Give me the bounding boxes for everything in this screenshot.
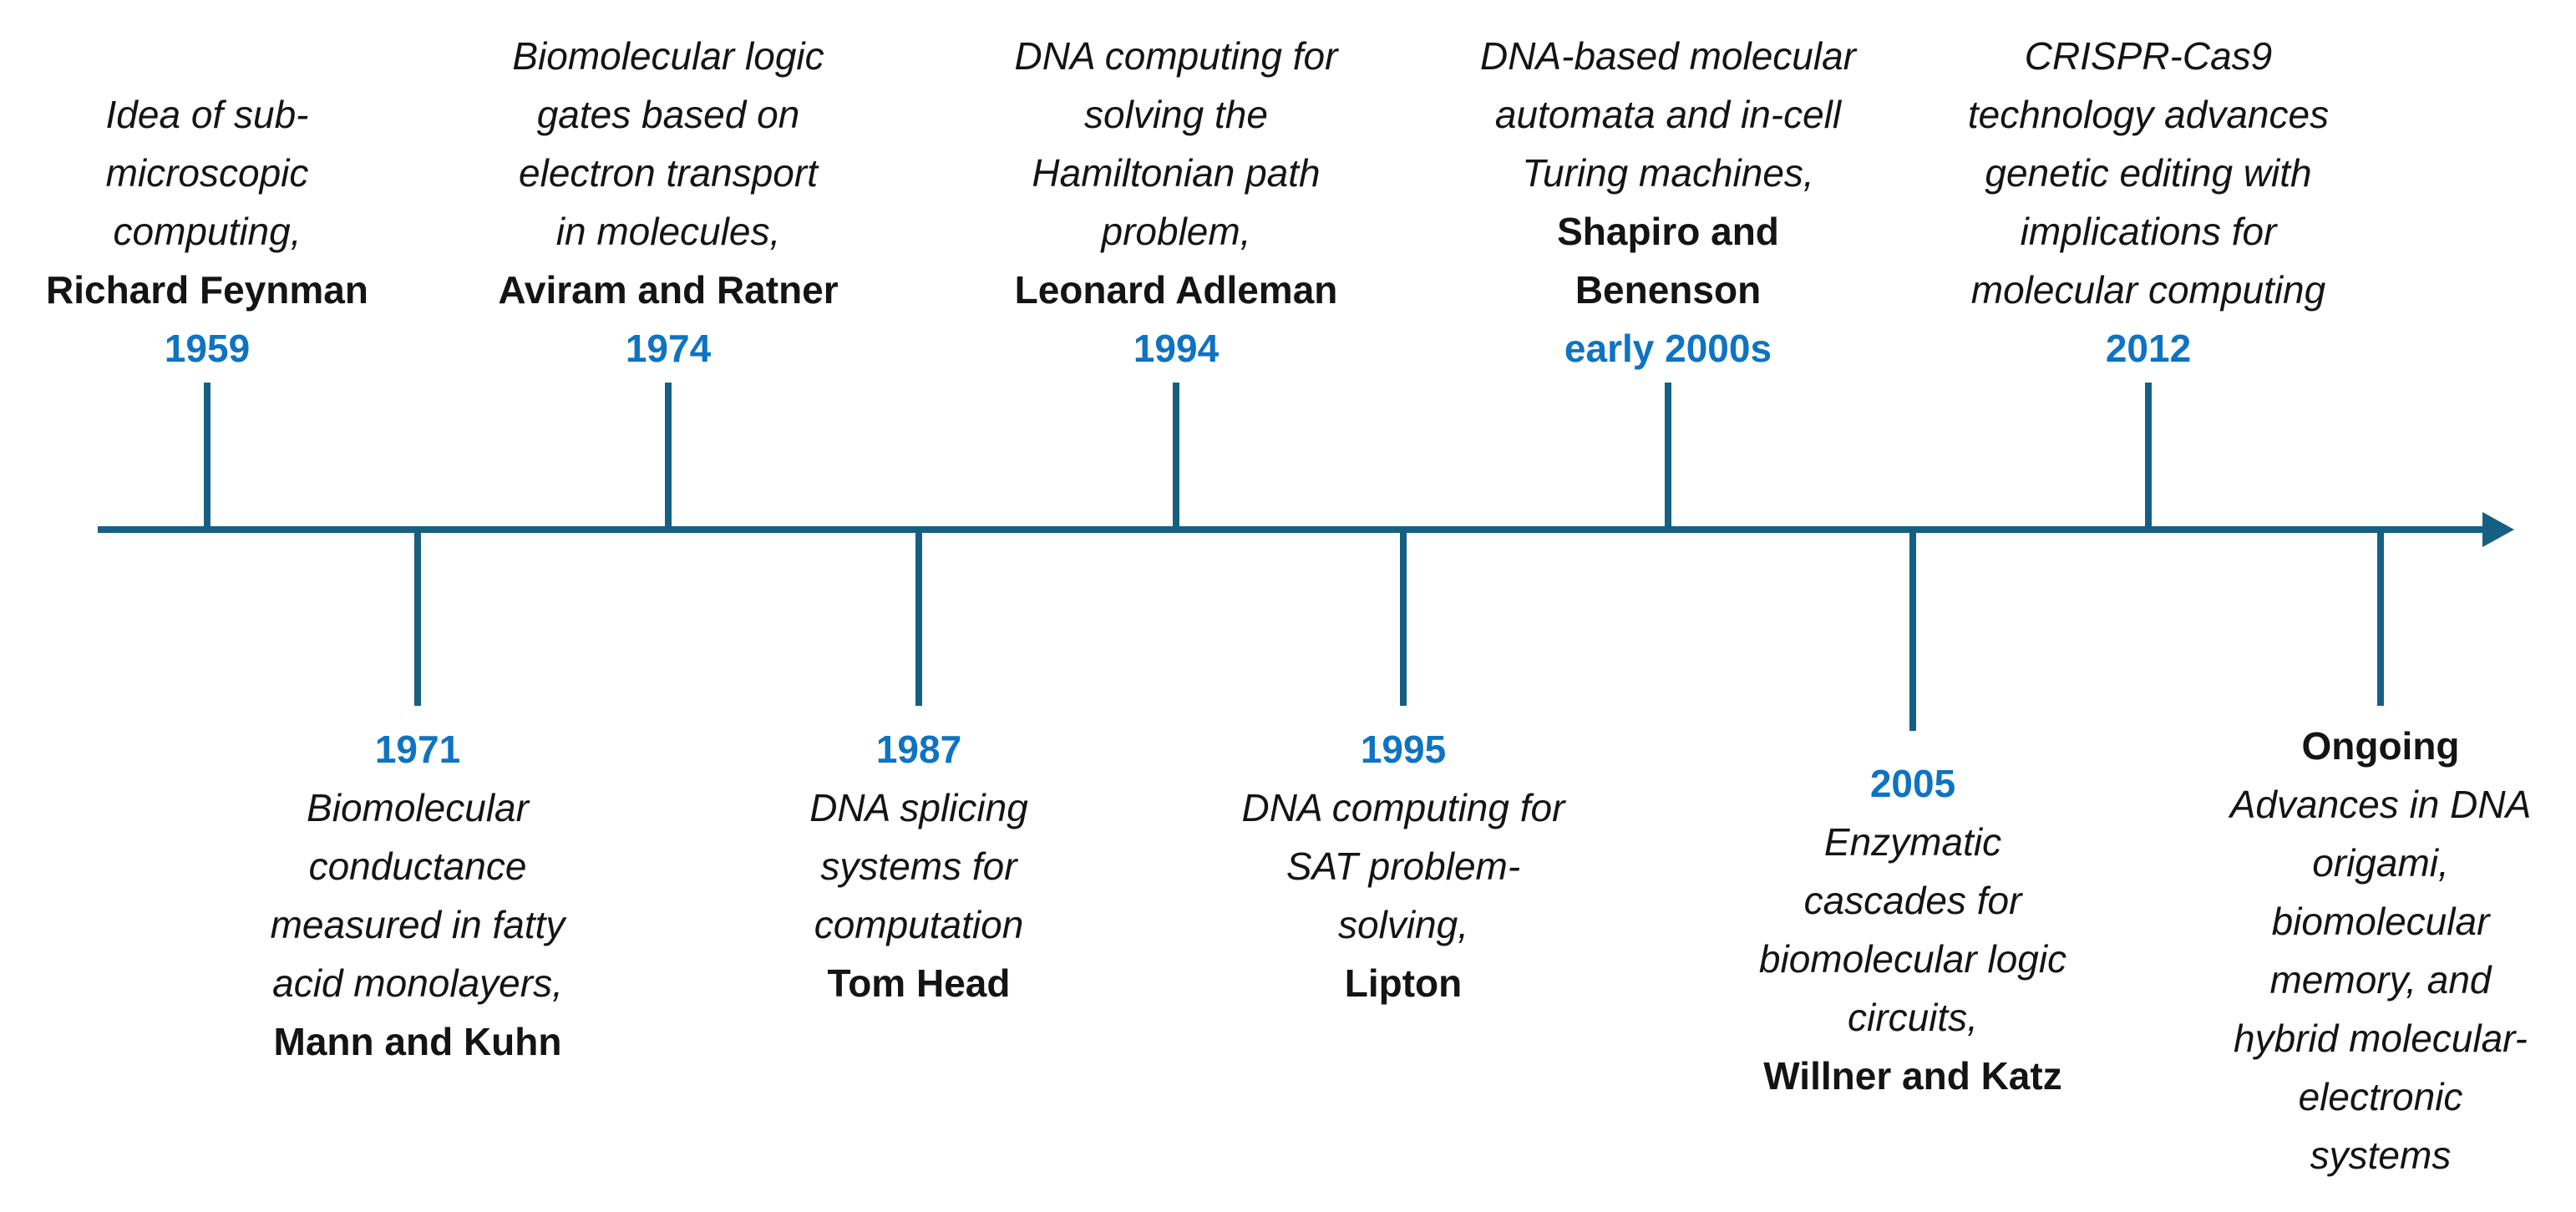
year-label: 2012: [2105, 327, 2192, 370]
text-line: computation: [814, 903, 1024, 946]
text-line: Richard Feynman: [46, 268, 368, 312]
year-label: 1994: [1133, 327, 1220, 370]
text-line: Aviram and Ratner: [498, 268, 839, 312]
event-above-2012: CRISPR-Cas9 technology advances genetic ed…: [1881, 27, 2416, 378]
event-description: Idea of sub-microscopic computing,: [0, 85, 474, 261]
text-line: circuits,: [1848, 996, 1978, 1039]
text-line: Willner and Katz: [1763, 1054, 2062, 1098]
text-line: systems for: [820, 844, 1017, 888]
event-attribution: Leonard Adleman: [909, 261, 1443, 319]
text-line: hybrid molecular-: [2234, 1017, 2528, 1060]
text-line: automata and in-cell: [1494, 93, 1842, 136]
event-description: Advances in DNA origami, biomolecular memor…: [2113, 775, 2576, 1184]
text-line: measured in fatty: [270, 903, 565, 946]
year-label: 2005: [1869, 762, 1956, 805]
event-below-2005: 2005 Enzymatic cascades for biomolecular l…: [1645, 754, 2180, 1105]
text-line: CRISPR-Cas9: [2024, 34, 2273, 78]
tick-1995: [1400, 532, 1407, 706]
text-line: DNA-based molecular: [1480, 34, 1856, 78]
event-description: Biomolecular logic gates based on electron…: [401, 27, 936, 261]
tick-1974: [665, 383, 672, 529]
event-attribution: Willner and Katz: [1645, 1047, 2180, 1105]
tick-2005: [1909, 532, 1916, 731]
text-line: systems: [2310, 1133, 2452, 1177]
year-label: 1987: [875, 728, 962, 771]
text-line: Advances in DNA: [2229, 783, 2532, 826]
text-line: problem,: [1101, 210, 1251, 253]
text-line: electronic: [2298, 1075, 2463, 1118]
text-line: Benenson: [1575, 268, 1762, 312]
tick-1959: [204, 383, 210, 529]
text-line: origami,: [2312, 841, 2449, 885]
tick-1971: [414, 532, 421, 706]
text-line: technology advances: [1967, 93, 2330, 136]
text-line: SAT problem-: [1285, 844, 1521, 888]
text-line: implications for: [2020, 210, 2277, 253]
text-line: DNA computing for: [1014, 34, 1338, 78]
event-description: Biomolecular conductance measured in fatty…: [150, 778, 685, 1012]
event-attribution: Richard Feynman: [0, 261, 474, 319]
text-line: Biomolecular: [307, 786, 529, 829]
text-line: Shapiro and: [1557, 210, 1779, 253]
text-line: conductance: [308, 844, 527, 888]
year-label: 1959: [164, 327, 251, 370]
text-line: molecular computing: [1970, 268, 2326, 312]
tick-ongoing: [2377, 532, 2384, 706]
tick-early-2000s: [1665, 383, 1671, 529]
text-line: DNA computing for: [1241, 786, 1565, 829]
text-line: gates based on: [536, 93, 800, 136]
text-line: electron transport: [519, 151, 818, 195]
text-line: solving,: [1338, 903, 1468, 946]
text-line: Tom Head: [827, 961, 1011, 1005]
tick-1994: [1173, 383, 1179, 529]
year-label: Ongoing: [2301, 724, 2460, 768]
text-line: Idea of sub-: [105, 93, 309, 136]
text-line: solving the: [1084, 93, 1268, 136]
tick-2012: [2145, 383, 2152, 529]
text-line: Enzymatic: [1823, 820, 2002, 864]
text-line: computing,: [113, 210, 302, 253]
event-below-1971: 1971 Biomolecular conductance measured in …: [150, 720, 685, 1071]
text-line: DNA splicing: [809, 786, 1028, 829]
event-above-1974: Biomolecular logic gates based on electron…: [401, 27, 936, 378]
timeline-axis: [98, 526, 2492, 533]
text-line: Biomolecular logic: [512, 34, 824, 78]
year-label: early 2000s: [1564, 327, 1772, 370]
text-line: Mann and Kuhn: [273, 1020, 562, 1063]
event-attribution: Tom Head: [652, 954, 1186, 1012]
text-line: acid monolayers,: [272, 961, 563, 1005]
text-line: in molecules,: [555, 210, 781, 253]
text-line: Leonard Adleman: [1014, 268, 1338, 312]
event-attribution: Aviram and Ratner: [401, 261, 936, 319]
event-description: CRISPR-Cas9 technology advances genetic ed…: [1881, 27, 2416, 319]
event-description: Enzymatic cascades for biomolecular logic c…: [1645, 813, 2180, 1047]
year-label: 1971: [374, 728, 461, 771]
event-below-ongoing: Ongoing Advances in DNA origami, biomolecu…: [2113, 717, 2576, 1184]
year-label: 1974: [625, 327, 712, 370]
tick-1987: [915, 532, 922, 706]
text-line: Lipton: [1344, 961, 1463, 1005]
event-attribution: Lipton: [1136, 954, 1671, 1012]
text-line: biomolecular: [2271, 900, 2490, 943]
text-line: memory, and: [2269, 958, 2492, 1002]
text-line: Turing machines,: [1522, 151, 1814, 195]
text-line: microscopic: [105, 151, 309, 195]
text-line: cascades for: [1803, 879, 2022, 922]
text-line: Hamiltonian path: [1032, 151, 1321, 195]
timeline-arrowhead-icon: [2482, 512, 2514, 547]
year-label: 1995: [1360, 728, 1447, 771]
event-description: DNA splicing systems for computation: [652, 778, 1186, 954]
event-above-1959: Idea of sub-microscopic computing, Richar…: [0, 85, 474, 378]
event-attribution: Mann and Kuhn: [150, 1012, 685, 1071]
text-line: genetic editing with: [1985, 151, 2312, 195]
text-line: biomolecular logic: [1758, 937, 2067, 981]
